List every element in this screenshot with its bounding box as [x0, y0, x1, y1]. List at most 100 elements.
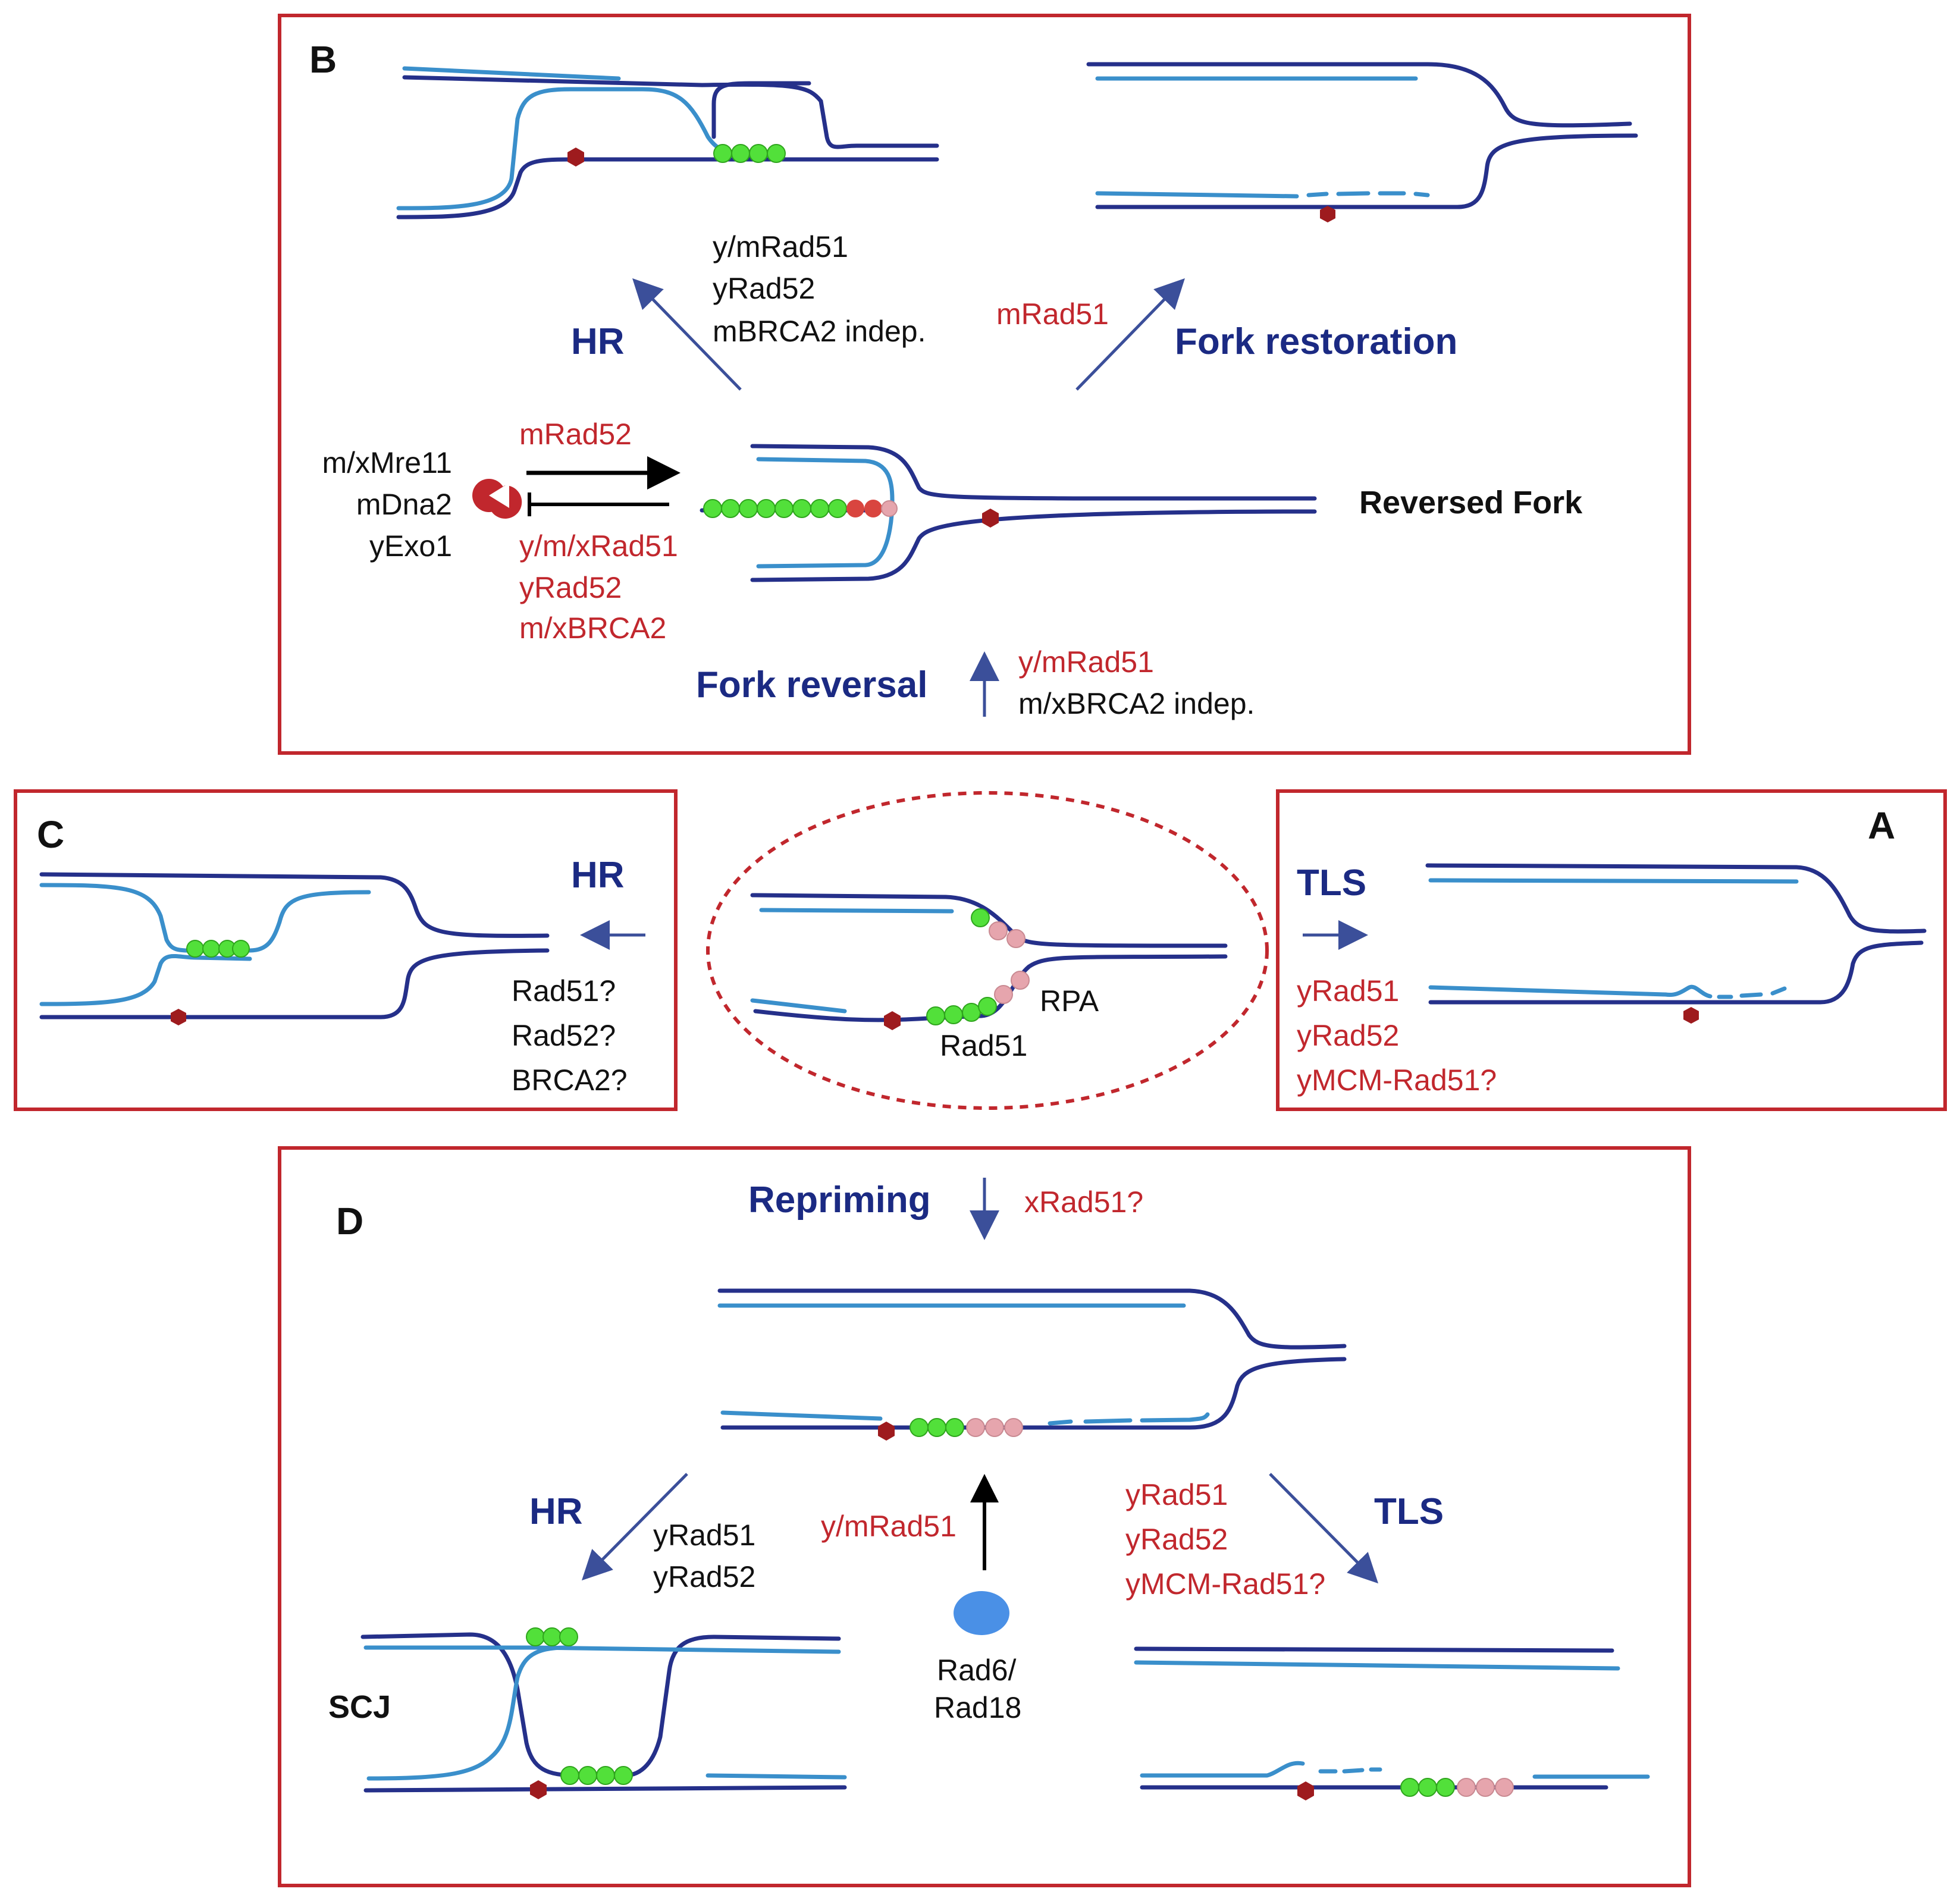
rpa-unit	[985, 1418, 1004, 1437]
rad51-filament-unit	[542, 1627, 562, 1646]
protect-factor: m/xBRCA2	[519, 611, 666, 645]
rad51-filament-unit	[739, 499, 758, 518]
nuclease-label: mDna2	[356, 488, 452, 521]
rad51-filament-unit	[731, 144, 750, 163]
panel-d-hr-factor: yRad51	[653, 1519, 755, 1552]
rad51-filament-unit	[926, 1006, 945, 1025]
rad51-filament-unit	[721, 499, 740, 518]
dna-lesion-icon	[1320, 206, 1335, 222]
panel-d-tls-arrow	[1269, 1473, 1379, 1584]
rpa-unit	[989, 921, 1008, 940]
reversed-fork-structure	[700, 444, 1317, 582]
rad51-filament-unit	[186, 940, 204, 958]
rad51-filament-unit	[1436, 1778, 1455, 1797]
rpa-unit	[1457, 1778, 1476, 1797]
nuclease-mouth	[489, 483, 509, 508]
dna-lesion-icon	[171, 1009, 186, 1025]
restored-fork-structure	[1086, 62, 1638, 222]
rad51-filament-unit	[749, 144, 768, 163]
nuclease-label: m/xMre11	[322, 446, 452, 479]
panel-c-factor: Rad51?	[512, 974, 616, 1008]
fork-restoration-arrow	[1075, 278, 1185, 391]
rpa-unit	[1006, 929, 1026, 948]
rad51-filament-unit	[1418, 1778, 1437, 1797]
rad6-rad18-complex	[954, 1591, 1009, 1635]
panel-a-letter: A	[1868, 804, 1895, 847]
reversed-fork-label: Reversed Fork	[1359, 485, 1583, 520]
hr-label: HR	[571, 321, 625, 362]
panel-a: A TLS yRad51 yRad52 yMCM-Rad51?	[1276, 789, 1947, 1111]
fork-reversal-label: Fork reversal	[696, 664, 927, 705]
rad6-label: Rad6/	[937, 1654, 1017, 1687]
forward-factor: mRad52	[519, 418, 632, 451]
rpa-label: RPA	[1040, 984, 1099, 1018]
panel-c-border	[14, 789, 678, 1111]
panel-d-tls-factor: yRad52	[1125, 1523, 1228, 1556]
panel-b-border	[278, 14, 1691, 755]
rpa-unit	[1495, 1778, 1514, 1797]
rad51-filament-unit	[944, 1005, 963, 1024]
protect-factor: y/m/xRad51	[519, 529, 678, 563]
scj-label: SCJ	[328, 1689, 391, 1725]
panel-c-factor: BRCA2?	[512, 1063, 628, 1097]
rad51-filament-unit	[232, 940, 250, 958]
rad18-label: Rad18	[934, 1691, 1021, 1724]
rad51-filament-unit	[945, 1418, 964, 1437]
panel-b-letter: B	[309, 38, 337, 81]
loading-factor: y/mRad51	[821, 1510, 957, 1543]
rad51-filament-unit	[962, 1003, 981, 1022]
dna-lesion-icon	[530, 1780, 547, 1799]
dna-lesion-icon	[567, 148, 584, 167]
tls-panel-a-structure	[1425, 863, 1927, 1024]
rpa-unit	[966, 1418, 985, 1437]
nuclease-label: yExo1	[369, 529, 452, 563]
rad51-filament-unit	[614, 1766, 633, 1785]
panel-c-factor: Rad52?	[512, 1019, 616, 1052]
reprimed-fork-structure	[717, 1288, 1347, 1441]
rad51-label: Rad51	[940, 1029, 1027, 1062]
dna-lesion-icon	[982, 509, 999, 528]
rad51-filament-unit	[757, 499, 776, 518]
rad51-filament-unit	[713, 144, 732, 163]
reversal-factor: m/xBRCA2 indep.	[1018, 687, 1255, 720]
restoration-factor: mRad51	[996, 297, 1109, 331]
panel-c-pathway-label: HR	[571, 855, 625, 896]
dna-lesion-icon	[884, 1011, 901, 1030]
panel-d-tls-factor: yMCM-Rad51?	[1125, 1567, 1325, 1601]
rad51-filament-unit	[792, 499, 811, 518]
panel-c-letter: C	[37, 813, 64, 856]
rpa-unit	[1004, 1418, 1023, 1437]
hr-factor: y/mRad51	[713, 230, 848, 263]
rad51-filament-unit	[703, 499, 722, 518]
hr-factor: yRad52	[713, 272, 815, 305]
dna-lesion-icon	[1297, 1781, 1314, 1800]
tls-panel-d-structure	[1134, 1646, 1650, 1800]
repriming-label: Repriming	[748, 1179, 931, 1221]
hr-dloop-structure	[396, 66, 939, 219]
rpa-unit	[994, 985, 1013, 1004]
panel-d-tls-factor: yRad51	[1125, 1478, 1228, 1511]
rad51-filament-unit	[978, 997, 997, 1016]
panel-a-factor: yRad52	[1297, 1019, 1399, 1052]
panel-d-letter: D	[336, 1200, 363, 1243]
rad51-filament-unit	[1400, 1778, 1419, 1797]
protect-factor: yRad52	[519, 571, 622, 604]
rad51-filament-unit	[927, 1418, 946, 1437]
rpa-unit	[864, 500, 882, 517]
panel-d: D Repriming xRad51? HR yRad51 yRad52	[278, 1146, 1691, 1887]
dna-lesion-icon	[878, 1422, 895, 1441]
rad51-filament-unit	[810, 499, 829, 518]
panel-d-border	[278, 1146, 1691, 1887]
rad51-filament-unit	[526, 1627, 545, 1646]
fork-restoration-label: Fork restoration	[1175, 321, 1457, 362]
rad51-filament-unit	[559, 1627, 578, 1646]
panel-d-tls-label: TLS	[1374, 1491, 1444, 1532]
rad51-filament-unit	[767, 144, 786, 163]
panel-a-border	[1276, 789, 1947, 1111]
panel-a-factor: yMCM-Rad51?	[1297, 1063, 1497, 1097]
rad51-filament-unit	[828, 499, 847, 518]
panel-c: C HR Rad51? Rad52? BRCA2?	[14, 789, 678, 1111]
scj-structure	[360, 1627, 847, 1799]
stalled-fork-outline	[706, 791, 1269, 1110]
